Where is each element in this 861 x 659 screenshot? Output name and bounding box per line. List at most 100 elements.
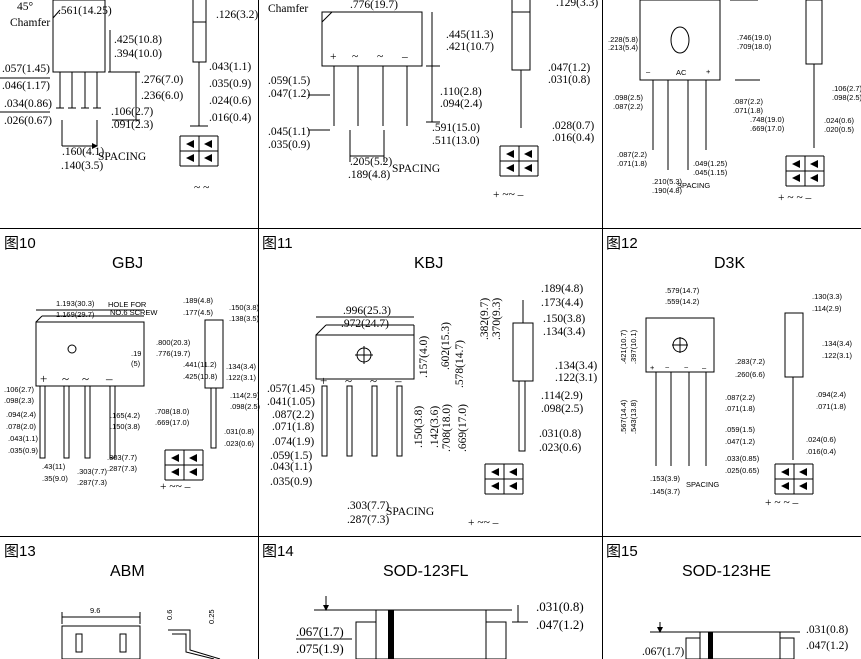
- dim-label: .106(2.7): [832, 84, 861, 93]
- dim-label: .205(5.2): [350, 156, 392, 168]
- dim-label: .023(0.6): [224, 439, 255, 448]
- dim-label: .031(0.8): [224, 427, 255, 436]
- dim-label: .016(0.4): [806, 447, 837, 456]
- dim-label: .043(1.1): [209, 61, 251, 73]
- dim-label: 0.6: [165, 610, 174, 620]
- dim-label: .087(2.2): [613, 102, 644, 111]
- dim-label: .543(13.8): [629, 399, 638, 434]
- dim-label: .421(10.7): [446, 41, 494, 53]
- grid-divider: [258, 0, 259, 659]
- svg-text:~: ~: [377, 51, 383, 63]
- dim-label: .087(2.2): [725, 393, 756, 402]
- dim-label: .047(1.2): [725, 437, 756, 446]
- package-name: GBJ: [112, 255, 144, 272]
- dim-label: .669(17.0): [155, 418, 190, 427]
- dim-label: SPACING: [98, 151, 146, 163]
- dim-label: .031(0.8): [536, 599, 584, 614]
- dim-label: ~ ~: [194, 182, 209, 194]
- dim-label: .047(1.2): [536, 617, 584, 632]
- dim-label: .425(10.8): [183, 372, 218, 381]
- dim-label: 9.6: [90, 606, 100, 615]
- dim-label: .049(1.25): [693, 159, 728, 168]
- dim-label: .189(4.8): [348, 169, 390, 181]
- dim-label: .150(3.8): [543, 313, 585, 325]
- dim-label: .130(3.3): [812, 292, 843, 301]
- dim-label: .142(3.6): [429, 406, 441, 448]
- dim-label: .046(1.17): [2, 80, 50, 92]
- dim-label: .071(1.8): [272, 421, 314, 433]
- dim-label: HOLE FOR: [108, 300, 147, 309]
- dim-label: .035(0.9): [268, 139, 310, 151]
- figure-number: 图14: [262, 543, 294, 560]
- dim-label: .059(1.5): [268, 75, 310, 87]
- d3k-drawing: + ~ ~ – .579(14.7) .559(14.2) .421(10.7)…: [619, 286, 853, 509]
- dim-label: .157(4.0): [418, 336, 430, 378]
- dim-label: .126(3.2): [216, 9, 258, 21]
- dim-label: 1.193(30.3): [56, 299, 95, 308]
- dim-label: .748(19.0): [750, 115, 785, 124]
- grid-divider: [0, 536, 861, 537]
- dim-label: .441(11.2): [183, 360, 217, 369]
- svg-text:+: +: [40, 371, 47, 386]
- dim-label: .094(2.4): [6, 410, 37, 419]
- dim-label: .098(2.3): [4, 396, 35, 405]
- svg-text:–: –: [646, 67, 651, 76]
- dim-label: .370(9.3): [491, 298, 503, 340]
- dim-label: .043(1.1): [270, 461, 312, 473]
- dim-label: .150(3.8): [229, 303, 260, 312]
- dim-label: .122(3.1): [555, 372, 597, 384]
- svg-text:+: +: [320, 373, 327, 388]
- dim-label: .045(1.1): [268, 126, 310, 138]
- dim-label: .024(0.6): [209, 95, 251, 107]
- dim-label: .19: [131, 349, 141, 358]
- dim-label: .397(10.1): [629, 329, 638, 364]
- dim-label: 0.25: [207, 609, 216, 624]
- dim-label: Chamfer: [268, 3, 308, 15]
- dim-label: .602(15.3): [440, 322, 452, 370]
- dim-label: .023(0.6): [539, 442, 581, 454]
- abm-drawing: 9.6 0.6 0.25: [61, 606, 221, 659]
- dim-label: .033(0.85): [725, 454, 760, 463]
- dim-label: SPACING: [392, 163, 440, 175]
- dim-label: .059(1.5): [725, 425, 756, 434]
- dim-label: (5): [131, 359, 141, 368]
- dim-label: .025(0.65): [725, 466, 760, 475]
- dim-label: .43(11): [42, 462, 66, 471]
- dim-label: .669(17.0): [457, 404, 469, 452]
- dim-label: .028(0.7): [552, 120, 594, 132]
- top-left-drawing: 45° Chamfer .561(14.25) .425(10.8) .394(…: [0, 0, 258, 194]
- dim-label: .165(4.2): [110, 411, 141, 420]
- dim-label: .150(3.8): [110, 422, 141, 431]
- dim-label: .098(2.5): [832, 93, 861, 102]
- dim-label: .091(2.3): [111, 119, 153, 131]
- dim-label: .153(3.9): [650, 474, 681, 483]
- dim-label: .114(2.9): [812, 304, 842, 313]
- dim-label: .511(13.0): [432, 135, 480, 147]
- dim-label: .134(3.4): [543, 326, 585, 338]
- dim-label: SPACING: [677, 181, 710, 190]
- dim-label: .078(2.0): [6, 422, 37, 431]
- dim-label: AC: [676, 68, 687, 77]
- dim-label: .287(7.3): [347, 514, 389, 526]
- svg-text:~: ~: [62, 371, 69, 386]
- svg-text:~: ~: [352, 51, 358, 63]
- dim-label: .382(9.7): [479, 298, 491, 340]
- sod123he-drawing: .031(0.8) .047(1.2) .067(1.7): [642, 622, 848, 659]
- dim-label: .074(1.9): [272, 436, 314, 448]
- dim-label: .160(4.1): [62, 146, 104, 158]
- dim-label: NO.6 SCREW: [110, 308, 158, 317]
- figure-number: 图13: [4, 543, 36, 560]
- dim-label: .559(14.2): [665, 297, 700, 306]
- svg-text:~: ~: [370, 373, 377, 388]
- package-name: KBJ: [414, 255, 444, 272]
- dim-label: .071(1.8): [617, 159, 648, 168]
- dim-label: 45°: [17, 1, 34, 13]
- svg-text:–: –: [702, 363, 707, 372]
- dim-label: .776(19.7): [350, 0, 398, 11]
- dim-label: + ~~ –: [160, 481, 191, 493]
- svg-text:–: –: [401, 51, 408, 63]
- dim-label: .138(3.5): [229, 314, 260, 323]
- figure-number: 图10: [4, 235, 36, 252]
- dim-label: .303(7.7): [77, 467, 108, 476]
